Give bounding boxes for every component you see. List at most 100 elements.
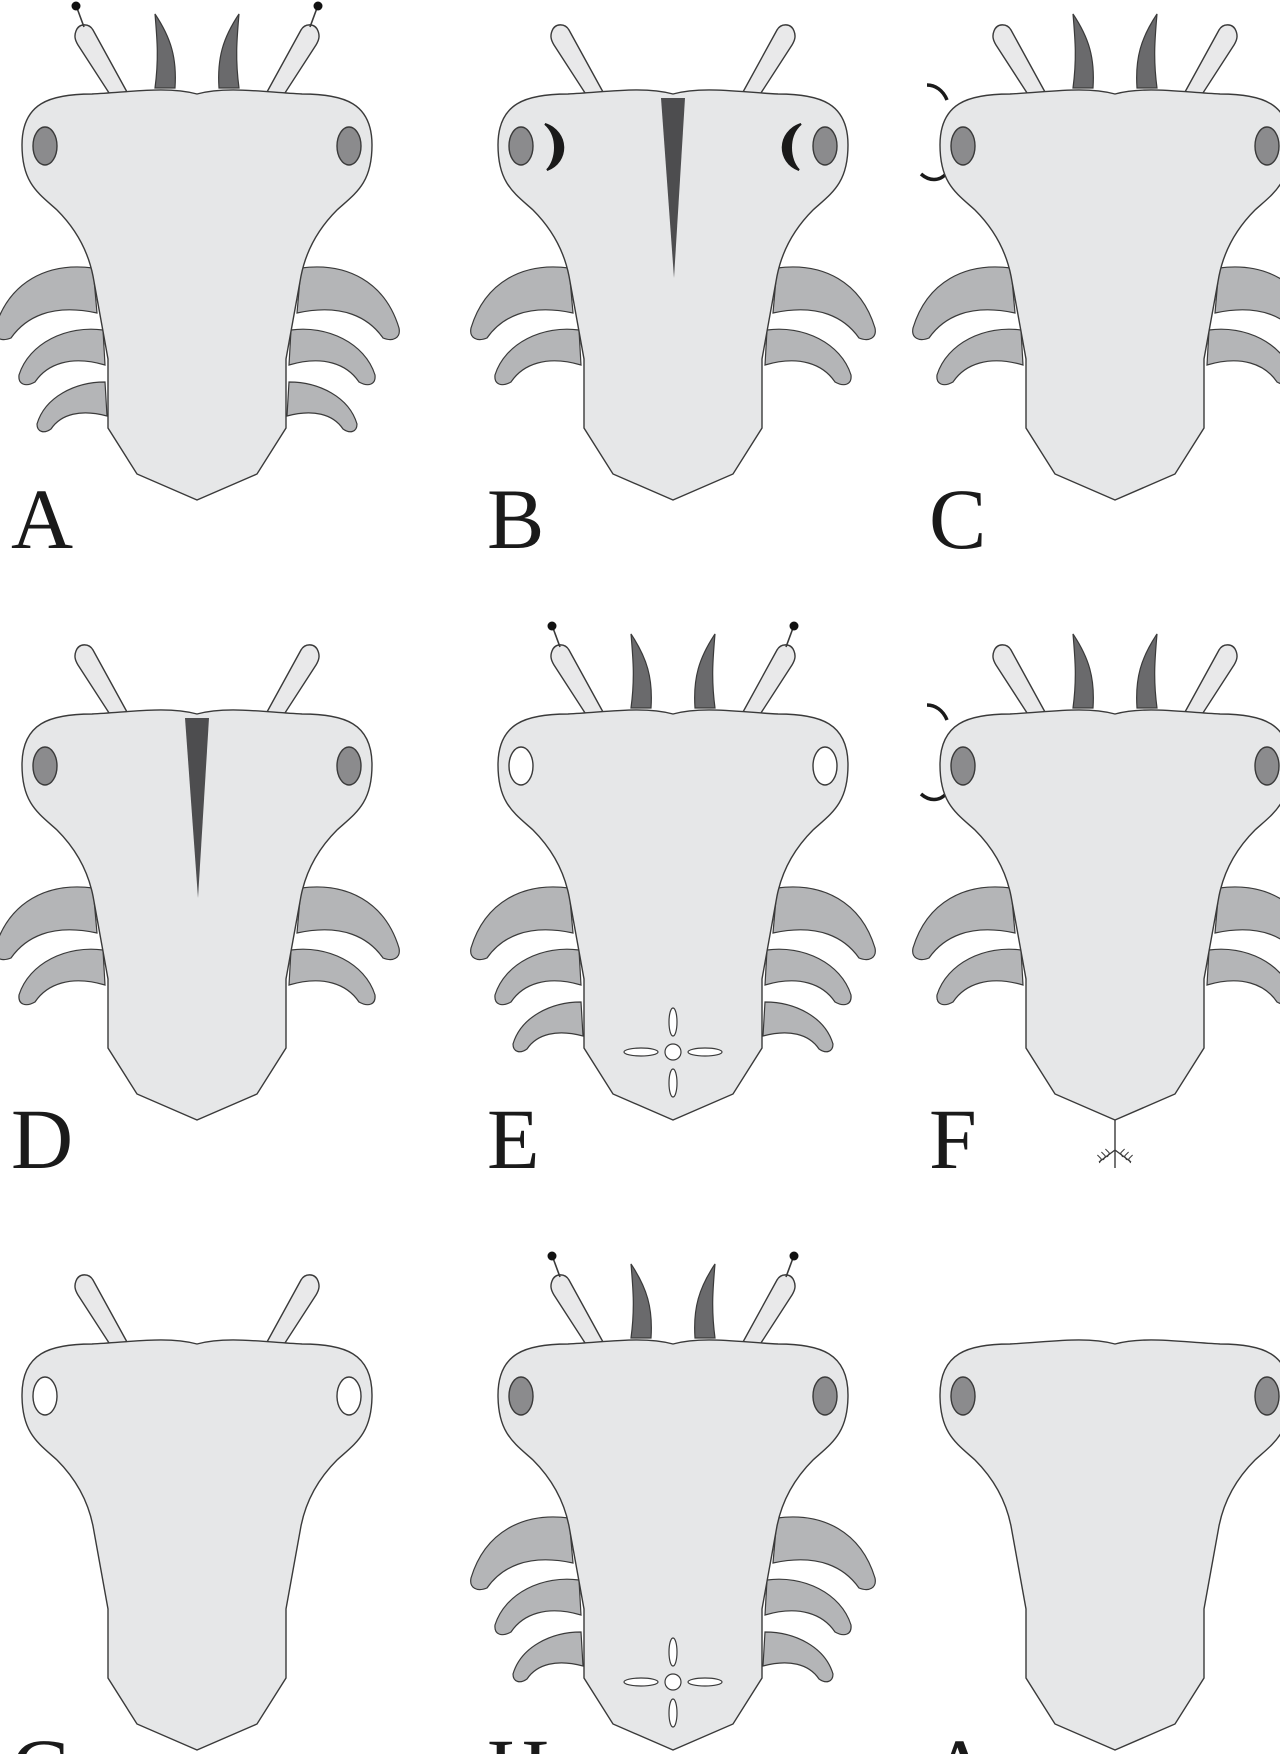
right-eye	[1255, 127, 1279, 165]
cross-bottom	[669, 1699, 677, 1727]
right-leg-1	[297, 267, 399, 340]
left-eye	[33, 127, 57, 165]
left-leg-2	[19, 949, 105, 1004]
right-eye	[813, 1377, 837, 1415]
left-eye	[951, 127, 975, 165]
panel-label: E	[487, 1091, 540, 1187]
panel-a: A	[0, 2, 399, 568]
antennule-shaft	[551, 25, 603, 96]
antennule-tip-dot	[548, 1252, 557, 1261]
antennule-shaft	[743, 25, 795, 96]
left-antennule	[75, 645, 127, 716]
antennule-shaft	[743, 1275, 795, 1346]
right-antennule	[743, 622, 799, 717]
cross-center	[665, 1044, 681, 1060]
left-eye	[33, 747, 57, 785]
antennule-tip-dot	[548, 622, 557, 631]
left-leg-1	[0, 267, 97, 340]
antennule-shaft	[1185, 25, 1237, 96]
right-eye	[337, 747, 361, 785]
left-eye	[509, 127, 533, 165]
cross-left	[624, 1048, 658, 1056]
left-leg-1	[0, 887, 97, 960]
panel-label: Anc	[929, 1721, 1072, 1754]
left-frontal-appendage	[155, 14, 175, 88]
left-frontal-appendage	[1073, 634, 1093, 708]
body-outline	[22, 1340, 372, 1750]
right-leg-3	[287, 382, 357, 432]
left-leg-2	[19, 329, 105, 384]
right-frontal-appendage	[1137, 634, 1157, 708]
panel-d: D	[0, 645, 399, 1187]
panel-g: G	[11, 1275, 372, 1754]
antennule-shaft	[1185, 645, 1237, 716]
left-antennule	[548, 622, 604, 717]
right-antennule	[267, 1275, 319, 1346]
right-frontal-appendage	[1137, 14, 1157, 88]
panel-label: A	[11, 471, 73, 567]
left-antennule	[72, 2, 128, 97]
tail-branch-stem	[1099, 1120, 1131, 1168]
right-leg-3	[763, 1002, 833, 1052]
left-eye	[951, 1377, 975, 1415]
left-frontal-appendage	[1073, 14, 1093, 88]
right-eye	[813, 127, 837, 165]
right-frontal-appendage	[695, 1264, 715, 1338]
left-leg-2	[937, 949, 1023, 1004]
right-antennule	[1185, 645, 1237, 716]
antennule-shaft	[993, 25, 1045, 96]
right-leg-1	[773, 267, 875, 340]
left-eye	[509, 747, 533, 785]
left-leg-1	[471, 1517, 573, 1590]
antennule-seta	[553, 1258, 560, 1277]
left-eye	[509, 1377, 533, 1415]
cross-right	[688, 1678, 722, 1686]
right-antennule	[267, 2, 323, 97]
right-frontal-appendage	[219, 14, 239, 88]
right-antennule	[743, 1252, 799, 1347]
cross-top	[669, 1638, 677, 1666]
left-leg-3	[37, 382, 107, 432]
right-leg-1	[297, 887, 399, 960]
antennule-tip-dot	[790, 1252, 799, 1261]
left-leg-1	[913, 267, 1015, 340]
left-leg-2	[495, 1579, 581, 1634]
antennule-seta	[553, 628, 560, 647]
right-eye	[1255, 747, 1279, 785]
right-leg-2	[765, 1579, 851, 1634]
panel-anc: Anc	[929, 1340, 1280, 1754]
antennule-seta	[77, 8, 84, 27]
antennule-shaft	[267, 1275, 319, 1346]
upper-hook	[927, 705, 947, 720]
left-leg-2	[495, 329, 581, 384]
cross-center	[665, 1674, 681, 1690]
panel-label: D	[11, 1091, 73, 1187]
panel-label: G	[11, 1721, 73, 1754]
cross-right	[688, 1048, 722, 1056]
panel-label: H	[487, 1721, 549, 1754]
left-leg-1	[471, 267, 573, 340]
right-leg-1	[773, 887, 875, 960]
antennule-seta	[786, 628, 793, 647]
left-antennule	[993, 25, 1045, 96]
panel-h: H	[471, 1252, 876, 1754]
left-frontal-appendage	[631, 1264, 651, 1338]
lower-hook	[921, 173, 947, 180]
right-leg-2	[765, 949, 851, 1004]
cross-bottom	[669, 1069, 677, 1097]
left-eye	[951, 747, 975, 785]
antennule-shaft	[993, 645, 1045, 716]
upper-hook	[927, 85, 947, 100]
left-leg-3	[513, 1632, 583, 1682]
antennule-shaft	[267, 25, 319, 96]
cross-left	[624, 1678, 658, 1686]
antennule-shaft	[743, 645, 795, 716]
left-antennule	[993, 645, 1045, 716]
right-leg-2	[765, 329, 851, 384]
left-leg-2	[937, 329, 1023, 384]
panel-b: B	[471, 25, 876, 567]
right-antennule	[743, 25, 795, 96]
right-eye	[1255, 1377, 1279, 1415]
antennule-shaft	[75, 645, 127, 716]
antennule-seta	[310, 8, 317, 27]
